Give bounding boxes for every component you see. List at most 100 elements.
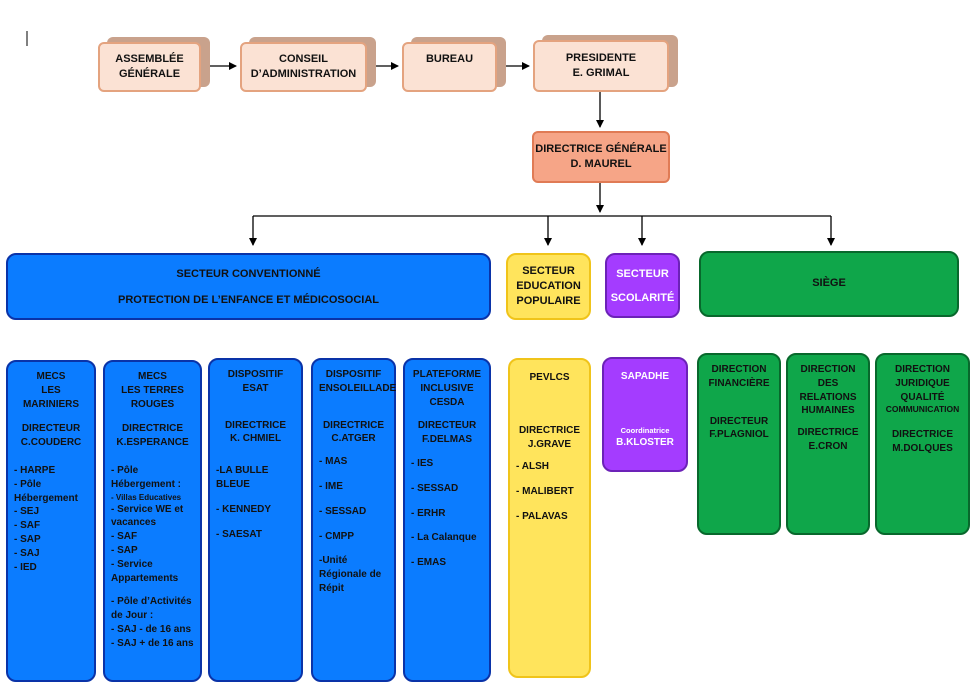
director-name: C.ATGER	[331, 433, 376, 445]
bureau-label: BUREAU	[425, 53, 474, 65]
list-item: - PALAVAS	[516, 510, 568, 522]
financiere-title: DIRECTION FINANCIÈRE	[705, 363, 773, 391]
director-role: DIRECTRICE	[797, 427, 859, 439]
title-line: LES TERRES	[121, 384, 184, 396]
list-item: - SEJ	[14, 506, 40, 518]
pevlcs-title: PEVLCS	[516, 368, 583, 385]
rh-title: DIRECTION DES RELATIONS HUMAINES	[794, 363, 862, 418]
director-role: DIRECTRICE	[121, 423, 184, 435]
presidente-box: PRESIDENTE E. GRIMAL	[533, 40, 669, 92]
title-line: MECS	[36, 371, 66, 382]
cesda-director: DIRECTEUR F.DELMAS	[411, 419, 483, 447]
title-line: INCLUSIVE	[420, 382, 474, 394]
list-item: - SESSAD	[319, 505, 367, 517]
list-item: - SAP	[14, 533, 41, 545]
dg-line1: DIRECTRICE GÉNÉRALE	[535, 142, 667, 155]
list-item: -Unité Régionale de Répit	[319, 555, 382, 594]
director-name: J.GRAVE	[527, 438, 572, 450]
list-item: - SAP	[111, 545, 138, 556]
director-name: E.CRON	[808, 440, 848, 452]
list-item: - Pôle Hébergement :	[111, 464, 182, 490]
title-line: DISPOSITIF	[325, 369, 382, 380]
secteur-scolarite-box: SECTEUR SCOLARITÉ	[605, 253, 680, 318]
list-item: -LA BULLE BLEUE	[216, 465, 269, 490]
list-item: - EMAS	[411, 557, 446, 569]
list-item: - La Calanque	[411, 532, 477, 544]
sapadhe-box: SAPADHE Coordinatrice B.KLOSTER	[602, 357, 688, 472]
title-line: MARINIERS	[22, 398, 80, 410]
conventionne-line2: PROTECTION DE L’ENFANCE ET MÉDICOSOCIAL	[118, 293, 379, 306]
sapadhe-title: SAPADHE	[610, 367, 680, 384]
list-item: - SAJ	[14, 547, 40, 559]
secteur-conventionne-box: SECTEUR CONVENTIONNÉ PROTECTION DE L’ENF…	[6, 253, 491, 320]
list-item: - ERHR	[411, 507, 446, 519]
title-line: PEVLCS	[529, 372, 570, 383]
list-item: - MALIBERT	[516, 486, 574, 498]
ensoleillade-list: - MAS - IME - SESSAD - CMPP -Unité Régio…	[319, 455, 388, 596]
education-line1: SECTEUR	[522, 265, 575, 278]
list-item: - SAF	[111, 531, 138, 543]
assemblee-line1: ASSEMBLÉE	[115, 53, 184, 66]
education-line3: POPULAIRE	[516, 294, 581, 307]
title-line: HUMAINES	[801, 405, 855, 417]
title-line: ENSOLEILLADE	[319, 382, 397, 394]
scolarite-line2: SCOLARITÉ	[610, 291, 675, 304]
director-name: K. CHMIEL	[229, 433, 282, 445]
conventionne-line1: SECTEUR CONVENTIONNÉ	[176, 267, 321, 280]
ensoleillade-director: DIRECTRICE C.ATGER	[319, 419, 388, 447]
rh-director: DIRECTRICE E.CRON	[794, 426, 862, 454]
list-item: - SESSAD	[411, 482, 459, 494]
mecs-mariniers-director: DIRECTEUR C.COUDERC	[14, 422, 88, 450]
cesda-list: - IES - SESSAD - ERHR - La Calanque - EM…	[411, 457, 483, 570]
assemblee-generale-box: ASSEMBLÉE GÉNÉRALE	[98, 42, 201, 92]
dg-line2: D. MAUREL	[570, 158, 632, 170]
title-line: DIRECTION	[895, 364, 950, 375]
director-role: DIRECTRICE	[518, 424, 581, 436]
director-name: K.ESPERANCE	[116, 437, 189, 449]
title-line: SAPADHE	[620, 371, 670, 382]
title-line: PLATEFORME	[412, 369, 482, 380]
dispositif-ensoleillade-box: DISPOSITIF ENSOLEILLADE DIRECTRICE C.ATG…	[311, 358, 396, 682]
title-line: MECS	[138, 371, 167, 382]
conseil-line2: D’ADMINISTRATION	[250, 68, 357, 80]
esat-director: DIRECTRICE K. CHMIEL	[216, 419, 295, 447]
title-line: RELATIONS	[799, 391, 857, 403]
list-item: - SAF	[14, 520, 41, 532]
direction-rh-box: DIRECTION DES RELATIONS HUMAINES DIRECTR…	[786, 353, 870, 535]
assemblee-line2: GÉNÉRALE	[118, 68, 181, 80]
director-name: M.DOLQUES	[892, 442, 953, 454]
title-line: FINANCIÈRE	[708, 377, 770, 389]
mecs-terres-rouges-list: - Pôle Hébergement : - Villas Educatives…	[111, 464, 194, 585]
coordinator-role: Coordinatrice	[620, 425, 670, 435]
title-line: CESDA	[429, 396, 465, 408]
list-item: - Service WE et vacances	[111, 503, 184, 529]
director-role: DIRECTRICE	[224, 419, 287, 431]
list-item: - KENNEDY	[216, 503, 272, 515]
financiere-director: DIRECTEUR F.PLAGNIOL	[705, 415, 773, 443]
dispositif-esat-box: DISPOSITIF ESAT DIRECTRICE K. CHMIEL -LA…	[208, 358, 303, 682]
director-name: F.DELMAS	[422, 434, 472, 446]
pevlcs-director: DIRECTRICE J.GRAVE	[516, 424, 583, 452]
directrice-generale-box: DIRECTRICE GÉNÉRALE D. MAUREL	[532, 131, 670, 183]
secteur-education-box: SECTEUR EDUCATION POPULAIRE	[506, 253, 591, 320]
mecs-terres-rouges-title: MECS LES TERRES ROUGES	[111, 370, 194, 411]
juridique-title: DIRECTION JURIDIQUE QUALITÉ COMMUNICATIO…	[883, 363, 962, 416]
list-item: - CMPP	[319, 530, 354, 542]
list-item: - SAESAT	[216, 528, 262, 540]
siege-box: SIÈGE	[699, 251, 959, 317]
title-line: DIRECTION	[711, 364, 767, 375]
mecs-terres-rouges-list-2: - Pôle d’Activités de Jour : - SAJ - de …	[111, 595, 194, 650]
list-item: - MAS	[319, 456, 348, 468]
director-role: DIRECTEUR	[417, 420, 477, 432]
coordinator-name: B.KLOSTER	[616, 437, 674, 449]
esat-list: -LA BULLE BLEUE - KENNEDY - SAESAT	[216, 464, 295, 541]
list-item: - SAJ - de 16 ans	[111, 623, 192, 635]
list-item: - IME	[319, 480, 343, 492]
director-name: C.COUDERC	[20, 437, 82, 449]
mecs-mariniers-title: MECS LES MARINIERS	[14, 370, 88, 411]
bureau-box: BUREAU	[402, 42, 497, 92]
mecs-terres-rouges-director: DIRECTRICE K.ESPERANCE	[111, 422, 194, 450]
esat-title: DISPOSITIF ESAT	[216, 368, 295, 396]
title-line: ESAT	[242, 382, 269, 394]
